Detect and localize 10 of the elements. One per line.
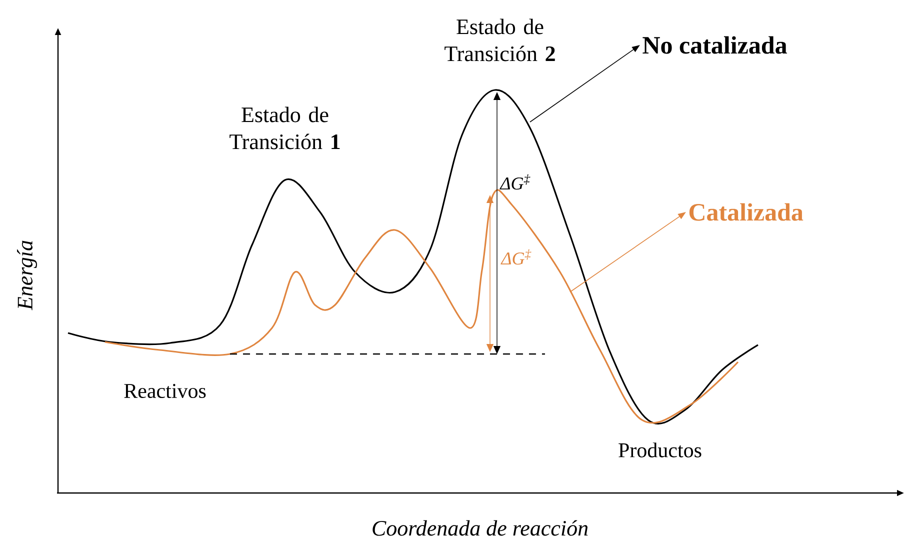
axis-title: Coordenada de reacción (372, 520, 588, 536)
state-label: Estado de Transición 1 (230, 106, 340, 150)
curve-label: No catalizada (642, 36, 787, 54)
state-label: Productos (618, 442, 702, 458)
state-label: Estado de Transición 2 (444, 18, 555, 62)
curve-label: Catalizada (689, 203, 804, 221)
state-label: Reactivos (124, 384, 206, 398)
energy-label: ΔG$^{‡}$ (500, 249, 532, 265)
axis-title: Energía (17, 240, 37, 310)
energy-label: ΔG$^{‡}$ (500, 174, 530, 190)
